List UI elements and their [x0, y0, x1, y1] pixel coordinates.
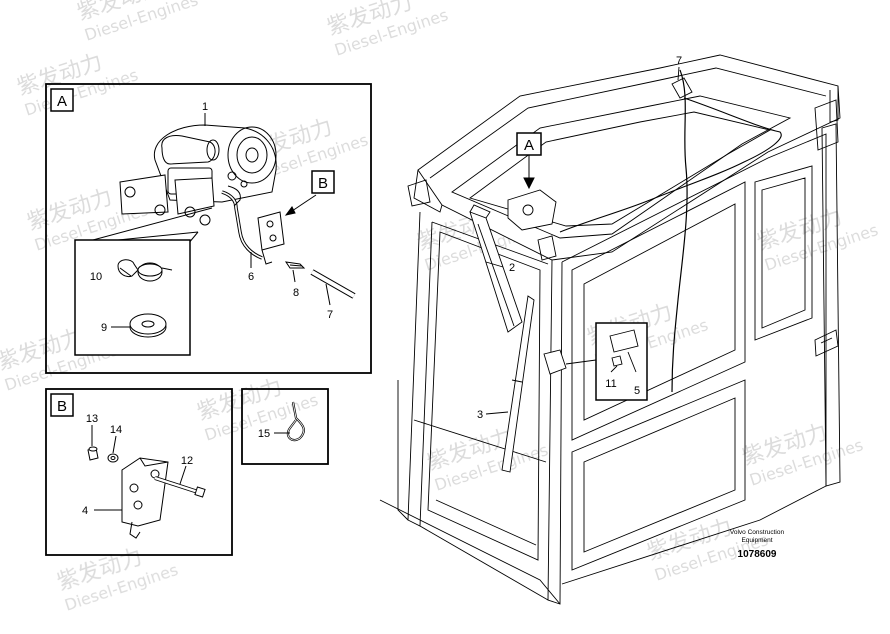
- callout-15: 15: [258, 428, 270, 440]
- detail-a-frame: [45, 83, 372, 374]
- callout-7-cab: 7: [676, 55, 682, 67]
- detail-b-letter: B: [57, 398, 67, 415]
- detail-b-pointer-letter: B: [318, 175, 328, 192]
- callout-8: 8: [293, 287, 299, 299]
- cab-leaders: [485, 66, 680, 415]
- callout-12: 12: [181, 455, 193, 467]
- cable-tie-detail: [241, 388, 329, 465]
- nut: [87, 446, 99, 461]
- detail-a-tag: [50, 88, 74, 112]
- hose-section: [310, 269, 356, 299]
- operator-cab: [379, 54, 841, 605]
- callout-5: 5: [634, 385, 640, 397]
- detail-b-frame: [45, 388, 233, 556]
- bolt: [154, 476, 206, 498]
- detail-b-tag: [50, 393, 74, 417]
- callout-6: 6: [248, 271, 254, 283]
- detail-b-pointer: B: [284, 170, 335, 216]
- brand-line-2: Equipment: [741, 537, 773, 544]
- callout-4: 4: [82, 505, 88, 517]
- callout-7-detail: 7: [327, 309, 333, 321]
- callout-3: 3: [477, 409, 483, 421]
- washer: [107, 453, 119, 463]
- callout-1: 1: [202, 101, 208, 113]
- detail-view-b: B: [45, 388, 233, 556]
- detail-a-letter: A: [57, 93, 67, 110]
- hose-bracket: [257, 211, 285, 265]
- cab-detail-a-marker: [516, 132, 542, 190]
- mounting-bracket: [121, 457, 169, 539]
- callout-11: 11: [605, 378, 616, 390]
- callout-2: 2: [509, 262, 515, 274]
- callout-13: 13: [86, 413, 98, 425]
- drawing-footer: Volvo Construction Equipment 1078609: [712, 529, 802, 560]
- callout-9: 9: [101, 322, 107, 334]
- callout-10: 10: [90, 271, 102, 283]
- detail-view-a: A: [45, 83, 372, 374]
- wiper-motor: [119, 124, 277, 218]
- check-valve: [117, 259, 173, 282]
- callout-14: 14: [110, 424, 122, 436]
- hose-connector: [284, 261, 306, 269]
- brand-line-1: Volvo Construction: [729, 529, 785, 536]
- washer-hose: [221, 185, 263, 260]
- sub-detail-frame: [74, 207, 213, 356]
- rubber-grommet: [129, 313, 167, 338]
- drawing-number: 1078609: [737, 549, 777, 560]
- cab-detail-a-letter: A: [524, 137, 534, 154]
